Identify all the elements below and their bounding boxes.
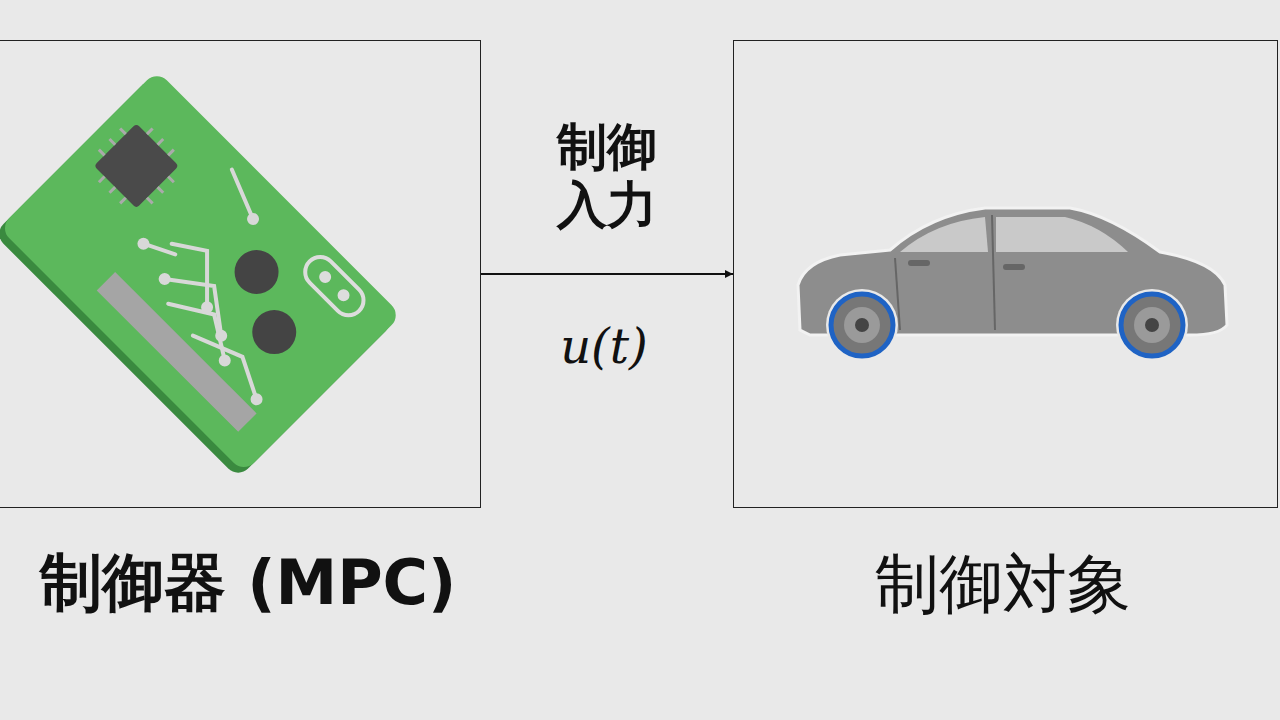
signal-name: u(t) [560, 318, 648, 374]
block-heading: 制御対象 [731, 541, 1274, 628]
block-box: 制御対象 [733, 40, 1278, 508]
block-box: 制御器 (MPC) [0, 40, 481, 508]
edge-label: 制御入力 [555, 119, 660, 234]
circuit-board-icon [0, 70, 402, 478]
car-icon [798, 208, 1227, 361]
signal-arrow [481, 273, 733, 275]
block-heading: 制御器 (MPC) [6, 541, 490, 625]
